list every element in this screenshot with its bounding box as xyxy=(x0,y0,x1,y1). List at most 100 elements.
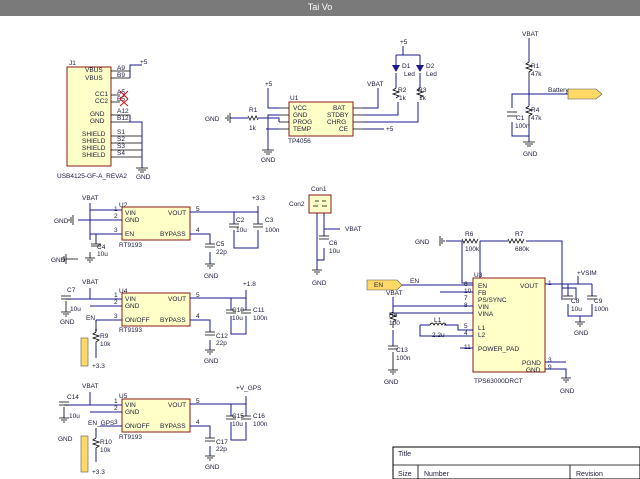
d1-ref: D1 xyxy=(402,63,411,70)
u2-pin: GND xyxy=(125,217,140,224)
title-block-revision: Revision xyxy=(576,471,603,478)
u1-ce-plus5: +5 xyxy=(386,126,394,133)
u2-pin-num: 2 xyxy=(114,213,118,220)
u1-pin: VCC xyxy=(293,105,307,112)
regulator-u5: VBAT U5 VIN GND ON/OFF VOUT BYPASS RT919… xyxy=(58,383,268,476)
c9-ref: C9 xyxy=(594,298,603,305)
u3-pin-num: 5 xyxy=(464,323,468,330)
u5-pullup: +3.3 xyxy=(92,469,105,476)
j1-power-label: +5 xyxy=(140,59,148,66)
u3-pin: VINA xyxy=(478,311,494,318)
u1-part: TP4056 xyxy=(288,138,311,145)
c16-ref: C16 xyxy=(253,413,265,420)
j1-pin-number: B9 xyxy=(117,72,125,79)
j1-pin-number: S2 xyxy=(117,136,125,143)
u4-part: RT9193 xyxy=(119,327,142,334)
j1-pin-label: SHIELD xyxy=(82,152,106,159)
u2-body xyxy=(121,206,191,241)
j1-pin-label: SHIELD xyxy=(82,138,106,145)
u5-pin-num: 2 xyxy=(114,405,118,412)
boost-gnd-top: GND xyxy=(415,239,430,246)
boost-gnd-pgnd: GND xyxy=(560,388,575,395)
c5-ref: C5 xyxy=(216,241,225,248)
boost-tps63000: GND R6 100k R7 680k U3 EN FB PS/SYNC VIN… xyxy=(366,231,609,395)
r10-value: 10k xyxy=(100,447,111,454)
u4-pin-num: 4 xyxy=(196,313,200,320)
u5-pin: BYPASS xyxy=(160,423,186,430)
j1-pin-label: GND xyxy=(90,118,105,125)
c3-ref: C3 xyxy=(265,217,274,224)
c16-value: 100n xyxy=(253,421,268,428)
c10-ref: C10 xyxy=(232,307,244,314)
c2-value: 10u xyxy=(236,227,247,234)
u4-gnd-bottom: GND xyxy=(204,358,219,365)
u5-pin-num: 4 xyxy=(196,419,200,426)
u2-part: RT9193 xyxy=(119,242,142,249)
u4-pullup: +3.3 xyxy=(92,363,105,370)
divider-r4-ref: R4 xyxy=(531,107,540,114)
usb-connector-j1: J1 VBUS VBUS CC1 CC2 GND GND SHIELD SHIE… xyxy=(57,59,151,181)
boost-en-port-label: EN xyxy=(374,282,383,289)
u1-pin: TEMP xyxy=(293,126,311,133)
schematic-sheet[interactable]: J1 VBUS VBUS CC1 CC2 GND GND SHIELD SHIE… xyxy=(0,16,640,479)
c12-ref: C12 xyxy=(216,333,228,340)
r1-value: 1k xyxy=(249,125,257,132)
u1-pin: STDBY xyxy=(327,112,349,119)
u1-ref: U1 xyxy=(290,95,299,102)
divider-vbat-label: VBAT xyxy=(522,31,539,38)
u5-en-label: EN_GPS xyxy=(88,420,115,427)
c6-value: 10u xyxy=(329,248,340,255)
r2-value: 1k xyxy=(399,95,407,102)
u3-pin: GND xyxy=(526,367,541,374)
j1-part-label: USB4125-GF-A_REVA2 xyxy=(57,173,127,180)
boost-en-label: EN xyxy=(410,278,419,285)
u4-en-label: EN xyxy=(86,315,95,322)
u1-pin: CE xyxy=(339,126,349,133)
u4-pin: BYPASS xyxy=(160,317,186,324)
battery-divider: VBAT R1 47k R4 47k C1 100n Battery GND xyxy=(507,31,603,158)
u3-pin: PS/SYNC xyxy=(478,297,507,304)
window-title-bar: Tai Vo xyxy=(0,0,640,16)
en-net-port xyxy=(366,279,403,291)
c4-value: 10u xyxy=(97,251,108,258)
u1-pin: PROG xyxy=(293,119,312,126)
c3-value: 100n xyxy=(265,227,280,234)
u2-pin-num: 4 xyxy=(196,227,200,234)
divider-r1-value: 47k xyxy=(531,71,542,78)
divider-r1-ref: R1 xyxy=(531,63,540,70)
u1-plus5-label: +5 xyxy=(265,81,273,88)
u1-vbat-label: VBAT xyxy=(367,81,384,88)
u3-pin-num: 7 xyxy=(464,295,468,302)
j1-pin-label: SHIELD xyxy=(82,131,106,138)
c6-ref: C6 xyxy=(329,240,338,247)
u3-pin-num: 3 xyxy=(548,357,552,364)
battery-net-label: Battery xyxy=(548,87,569,94)
u5-body xyxy=(121,398,191,433)
j1-pin-label: CC1 xyxy=(95,91,108,98)
r9-ref: R9 xyxy=(100,333,109,340)
c15-value: 10u xyxy=(232,421,243,428)
connector-gnd-label: GND xyxy=(312,280,327,287)
c5-value: 22p xyxy=(216,249,227,256)
con1-label: Con1 xyxy=(311,186,327,193)
regulator-u4: VBAT U4 VIN GND ON/OFF VOUT BYPASS RT919… xyxy=(60,279,268,370)
en-port xyxy=(80,337,89,367)
c2-ref: C2 xyxy=(236,217,245,224)
c12-value: 22p xyxy=(216,340,227,347)
u2-gnd-left: GND xyxy=(54,218,69,225)
u4-pin-num: 1 xyxy=(114,292,118,299)
title-block-number: Number xyxy=(424,471,450,478)
c9-value: 100n xyxy=(594,306,609,313)
r8-ref: R8 xyxy=(389,312,398,319)
u3-body xyxy=(472,277,546,373)
u2-pin-num: 3 xyxy=(114,227,118,234)
j1-gnd-label: GND xyxy=(136,174,151,181)
r6-value: 100k xyxy=(465,246,480,253)
u2-vout-label: +3.3 xyxy=(252,195,265,202)
c4-ref: C4 xyxy=(97,244,106,251)
boost-gnd-right: GND xyxy=(574,330,589,337)
u2-ref: U2 xyxy=(119,202,128,209)
u5-ref: U5 xyxy=(119,393,128,400)
u1-body xyxy=(288,101,354,137)
c7-value: 10u xyxy=(70,306,81,313)
